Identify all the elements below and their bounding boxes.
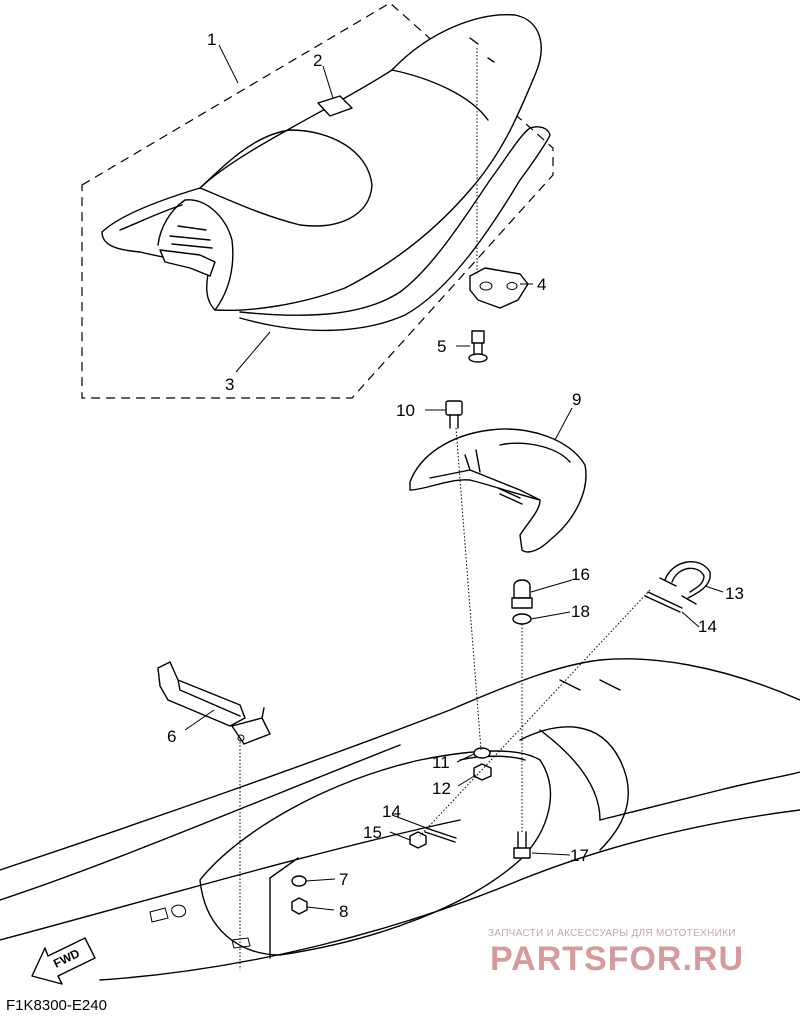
callout-11: 11 bbox=[432, 753, 450, 772]
seat bbox=[101, 13, 542, 312]
front-bracket-6 bbox=[157, 661, 271, 745]
callout-15: 15 bbox=[363, 823, 382, 842]
callout-2: 2 bbox=[313, 51, 322, 70]
nut-12 bbox=[473, 763, 492, 781]
guide-13-to-15 bbox=[419, 589, 651, 837]
pin-14-lower bbox=[424, 827, 457, 843]
hook-bracket bbox=[469, 267, 529, 309]
callout-9: 9 bbox=[572, 390, 581, 409]
nut-8 bbox=[291, 897, 308, 915]
fwd-arrow: FWD bbox=[31, 937, 96, 985]
callout-18: 18 bbox=[571, 602, 590, 621]
pin-14-upper bbox=[644, 591, 683, 613]
callout-8: 8 bbox=[339, 902, 348, 921]
seat-band bbox=[239, 126, 551, 332]
callout-3: 3 bbox=[225, 375, 234, 394]
u-bolt-13 bbox=[659, 561, 711, 605]
washer-7 bbox=[291, 875, 307, 887]
guide-10-to-11 bbox=[455, 427, 482, 751]
watermark-tagline: ЗАПЧАСТИ И АКСЕССУАРЫ ДЛЯ МОТОТЕХНИКИ bbox=[488, 928, 736, 939]
callout-7: 7 bbox=[339, 870, 348, 889]
callout-1: 1 bbox=[207, 30, 216, 49]
hull-body bbox=[0, 658, 800, 981]
callout-6: 6 bbox=[167, 727, 176, 746]
bolt-10 bbox=[445, 400, 463, 429]
figure-code: F1K8300-E240 bbox=[6, 997, 107, 1014]
callout-13: 13 bbox=[725, 584, 744, 603]
collar-11 bbox=[473, 747, 491, 759]
seat-label-plate bbox=[317, 95, 353, 117]
washer-18 bbox=[512, 613, 532, 625]
callout-17: 17 bbox=[570, 846, 589, 865]
bolt-5 bbox=[468, 330, 488, 363]
callout-14-lower: 14 bbox=[382, 802, 401, 821]
leader-lines bbox=[184, 44, 724, 911]
seat-assembly-boundary bbox=[81, 2, 554, 399]
callout-16: 16 bbox=[571, 565, 590, 584]
callout-10: 10 bbox=[396, 401, 415, 420]
nut-15 bbox=[409, 831, 427, 849]
callout-5: 5 bbox=[437, 337, 446, 356]
seat-rear-bracket bbox=[409, 428, 587, 553]
cap-nut-16 bbox=[511, 579, 533, 609]
callout-14-upper: 14 bbox=[698, 617, 717, 636]
watermark-brand: PARTSFOR.RU bbox=[490, 940, 744, 978]
bolt-17 bbox=[513, 831, 531, 859]
callout-12: 12 bbox=[432, 779, 451, 798]
callout-4: 4 bbox=[537, 275, 546, 294]
